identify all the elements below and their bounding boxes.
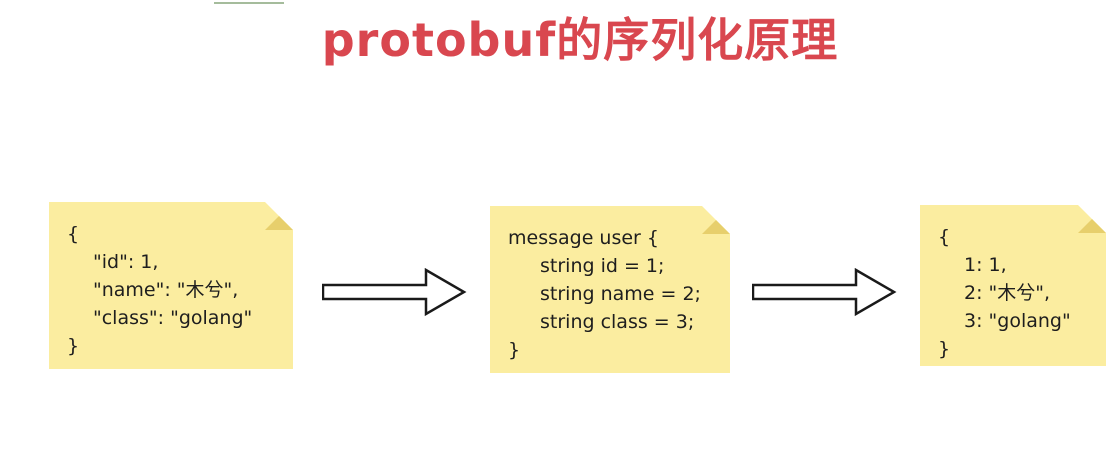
- code-line: }: [508, 339, 521, 361]
- code-line: "name": "木兮",: [93, 279, 239, 301]
- code-line: string name = 2;: [540, 283, 701, 305]
- top-edge-mark: [214, 0, 284, 4]
- code-line: 3: "golang": [964, 310, 1071, 332]
- right-arrow-icon: [752, 268, 897, 317]
- code-line: "id": 1,: [93, 251, 159, 273]
- code-line: {: [938, 226, 951, 248]
- code-line: {: [67, 223, 80, 245]
- page-title: protobuf的序列化原理: [321, 13, 839, 67]
- code-line: string class = 3;: [540, 311, 695, 333]
- right-arrow-icon: [322, 268, 467, 317]
- code-line: 2: "木兮",: [964, 282, 1051, 304]
- serialized-note: {1: 1, 2: "木兮", 3: "golang"}: [920, 205, 1106, 366]
- json-code: { "id": 1, "name": "木兮", "class": "golang"}: [67, 220, 252, 360]
- serialized-code: {1: 1, 2: "木兮", 3: "golang"}: [938, 223, 1071, 363]
- note-fold-corner: [1078, 205, 1106, 233]
- code-line: "class": "golang": [93, 307, 253, 329]
- proto-code: message user { string id = 1; string name …: [508, 224, 701, 364]
- note-fold-corner: [702, 206, 730, 234]
- json-object-note: { "id": 1, "name": "木兮", "class": "golang"}: [49, 202, 293, 369]
- code-line: }: [67, 335, 80, 357]
- code-line: string id = 1;: [540, 255, 665, 277]
- code-line: }: [938, 338, 951, 360]
- code-line: message user {: [508, 227, 659, 249]
- note-fold-corner: [265, 202, 293, 230]
- proto-message-note: message user { string id = 1; string name …: [490, 206, 730, 373]
- code-line: 1: 1,: [964, 254, 1007, 276]
